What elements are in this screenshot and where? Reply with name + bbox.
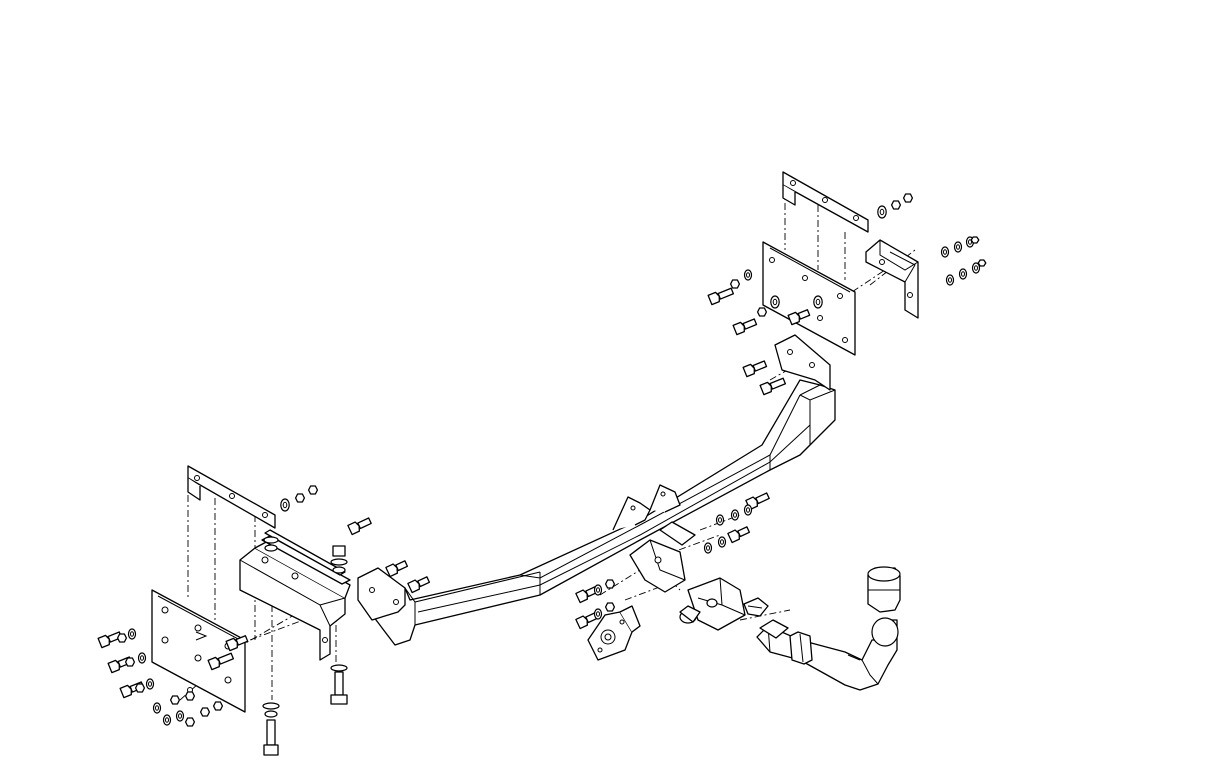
- washer-hole-icon: [720, 539, 724, 545]
- washer-hole-icon: [130, 631, 134, 637]
- washer-hole-icon: [178, 713, 182, 719]
- nut-icon: [184, 717, 196, 727]
- right-upper-chassis-bracket: [782, 171, 869, 233]
- removable-lock-housing: [679, 577, 769, 631]
- nut-icon: [756, 307, 768, 317]
- nut-icon: [124, 657, 136, 667]
- washer-hole-icon: [140, 655, 144, 661]
- washer-hole-icon: [815, 298, 821, 306]
- nut-icon: [134, 683, 146, 693]
- bolt-icon: [347, 517, 372, 536]
- left-mounting-plate: [151, 589, 246, 713]
- socket-plate: [587, 605, 641, 661]
- washer-hole-icon: [961, 271, 965, 277]
- bolt-icon: [732, 318, 758, 336]
- bolt-icon: [407, 576, 431, 594]
- nut-icon: [604, 579, 616, 589]
- bolt-icon: [787, 309, 811, 326]
- nut-icon: [212, 701, 224, 711]
- washer-hole-icon: [596, 611, 600, 617]
- nut-icon: [729, 279, 741, 289]
- nut-icon: [977, 259, 987, 267]
- bolt-icon: [225, 635, 249, 652]
- nut-icon: [169, 695, 181, 705]
- right-mounting-plate: [762, 241, 856, 356]
- nut-icon: [902, 193, 914, 203]
- nut-icon: [970, 236, 980, 244]
- washer-hole-icon: [165, 717, 169, 723]
- bolt-icon: [207, 652, 235, 671]
- nut-icon: [294, 493, 306, 503]
- tow-ball-neck: [756, 566, 901, 691]
- bolt-icon: [742, 360, 768, 378]
- vertical-bolts-left: [262, 536, 348, 756]
- bolt-icon: [707, 287, 735, 306]
- bolt-icon: [107, 656, 133, 674]
- bolt-icon: [97, 631, 123, 649]
- washer-hole-icon: [948, 277, 952, 283]
- left-side-arm-bracket: [239, 529, 351, 661]
- nut-icon: [199, 707, 211, 717]
- nut-icon: [604, 602, 616, 612]
- washer-hole-icon: [706, 545, 710, 551]
- nut-icon: [890, 200, 902, 210]
- nut-icon: [184, 691, 196, 701]
- washer-hole-icon: [733, 512, 737, 518]
- washer-hole-icon: [282, 501, 288, 509]
- washer-nut-set: [116, 193, 987, 727]
- washer-hole-icon: [746, 507, 750, 513]
- nut-icon: [116, 633, 128, 643]
- bolt-icon: [759, 377, 787, 396]
- left-upper-chassis-bracket: [187, 465, 276, 529]
- washer-hole-icon: [155, 705, 159, 711]
- nut-icon: [307, 485, 319, 495]
- washer-hole-icon: [596, 587, 600, 593]
- bolt-set: [97, 287, 811, 699]
- main-crossbeam: [357, 334, 836, 646]
- washer-hole-icon: [943, 249, 947, 255]
- right-outer-bracket: [865, 239, 919, 319]
- washer-hole-icon: [772, 298, 778, 306]
- washer-hole-icon: [974, 265, 978, 271]
- washer-hole-icon: [148, 681, 152, 687]
- washer-hole-icon: [718, 517, 722, 523]
- washer-hole-icon: [746, 272, 750, 278]
- washer-hole-icon: [879, 208, 885, 216]
- washer-hole-icon: [956, 244, 960, 250]
- washer-hole-icon: [968, 239, 972, 245]
- bolt-icon: [385, 560, 409, 578]
- bolt-icon: [727, 526, 751, 544]
